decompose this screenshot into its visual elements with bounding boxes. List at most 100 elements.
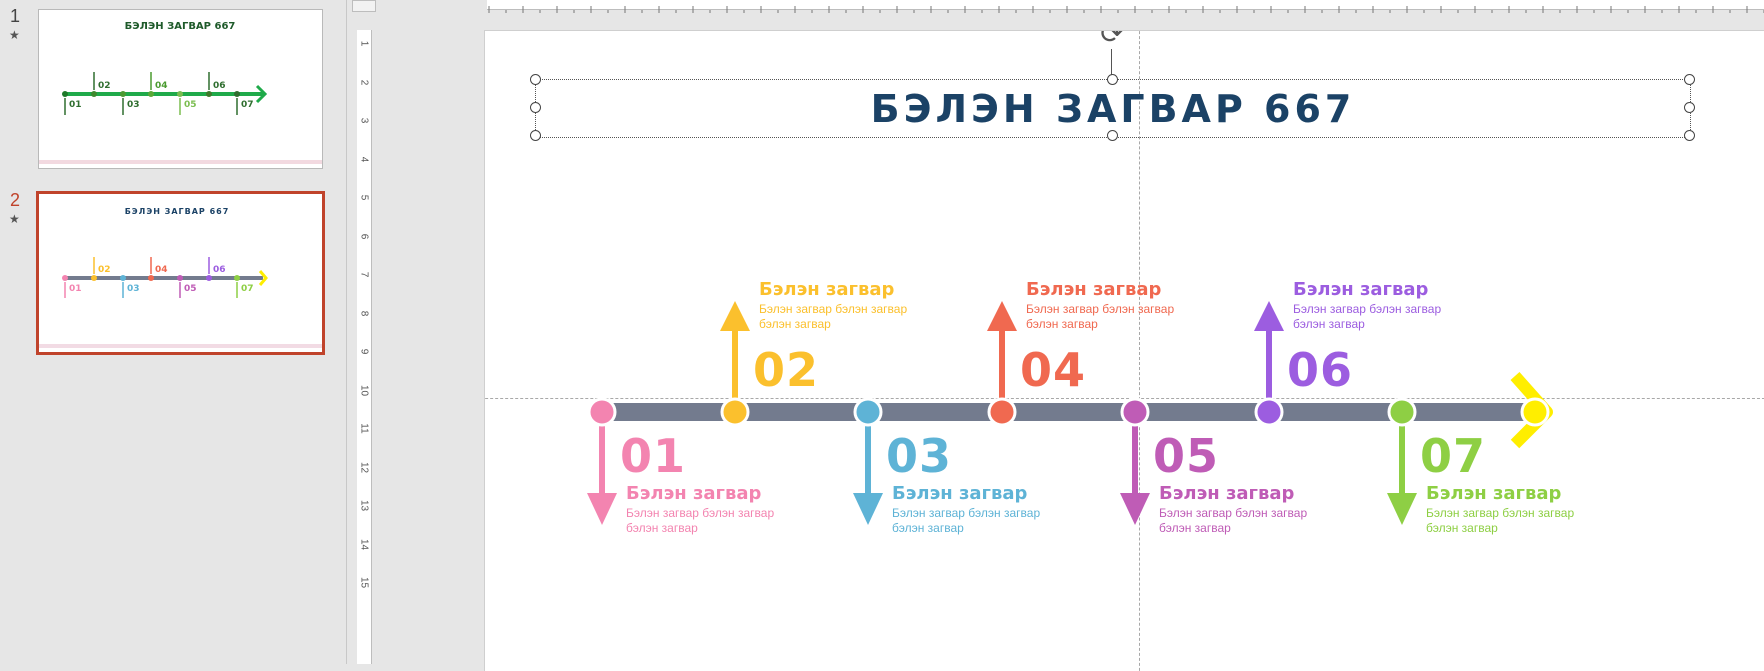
rotate-stem: [1111, 49, 1112, 79]
slide-number-2: 2: [10, 190, 21, 210]
resize-handle-top-right[interactable]: [1684, 74, 1695, 85]
resize-handle-right[interactable]: [1684, 102, 1695, 113]
ruler-number: 1: [358, 40, 370, 47]
ruler-number: 4: [358, 156, 370, 162]
thumbnail-2-label: 02: [98, 265, 111, 275]
horizontal-guide[interactable]: [485, 398, 1764, 399]
slide-number-1: 1: [10, 6, 21, 26]
slide-thumbnail-1[interactable]: БЭЛЭН ЗАГВАР 667 01 02 03 04 05 06 07: [38, 9, 323, 169]
step-title[interactable]: Бэлэн загвар: [1293, 279, 1429, 300]
thumbnail-1-label: 05: [184, 100, 197, 110]
step-number[interactable]: 03: [886, 429, 953, 483]
step-description-line: Бэлэн загвар бэлэн загвар: [1293, 302, 1442, 316]
resize-handle-top[interactable]: [1107, 74, 1118, 85]
ruler-number: 12: [358, 461, 370, 473]
thumbnail-1-label: 03: [127, 100, 140, 110]
step-description-line: бэлэн загвар: [1293, 317, 1365, 331]
step-description-line: Бэлэн загвар бэлэн загвар: [1159, 506, 1308, 520]
step-title[interactable]: Бэлэн загвар: [1159, 483, 1295, 504]
thumbnail-1-label: 01: [69, 100, 82, 110]
ruler-corner: [352, 0, 376, 12]
timeline-node: [587, 397, 617, 427]
resize-handle-bottom-right[interactable]: [1684, 130, 1695, 141]
arrow-down-icon: [853, 493, 883, 525]
horizontal-ruler[interactable]: [487, 0, 1764, 13]
thumbnail-2-title: БЭЛЭН ЗАГВАР 667: [125, 207, 230, 216]
step-title[interactable]: Бэлэн загвар: [759, 279, 895, 300]
thumbnail-2-label: 04: [155, 265, 168, 275]
ruler-number: 8: [358, 310, 370, 316]
thumbnail-2-label: 05: [184, 284, 197, 294]
thumbnail-2-label: 03: [127, 284, 140, 294]
arrow-down-icon: [587, 493, 617, 525]
ruler-number: 15: [358, 576, 370, 589]
step-number[interactable]: 01: [620, 429, 687, 483]
thumbnail-1-preview: БЭЛЭН ЗАГВАР 667 01 02 03 04 05 06 07: [39, 21, 322, 164]
timeline-node: [853, 397, 883, 427]
step-number[interactable]: 04: [1020, 343, 1087, 397]
step-description-line: бэлэн загвар: [1426, 521, 1498, 535]
arrow-down-icon: [1387, 493, 1417, 525]
step-description-line: Бэлэн загвар бэлэн загвар: [1026, 302, 1175, 316]
arrow-up-icon: [1254, 301, 1284, 331]
rotate-handle-icon[interactable]: ⟳: [1100, 30, 1124, 49]
thumbnail-1-title: БЭЛЭН ЗАГВАР 667: [125, 21, 236, 32]
step-title[interactable]: Бэлэн загвар: [626, 483, 762, 504]
step-number[interactable]: 07: [1420, 429, 1487, 483]
resize-handle-left[interactable]: [530, 102, 541, 113]
animation-star-icon: ★: [9, 28, 20, 42]
thumbnail-1-label: 02: [98, 81, 111, 91]
timeline-node: [720, 397, 750, 427]
thumbnail-2-label: 07: [241, 284, 254, 294]
arrow-down-icon: [1120, 493, 1150, 525]
step-description-line: бэлэн загвар: [1159, 521, 1231, 535]
step-description-line: Бэлэн загвар бэлэн загвар: [759, 302, 908, 316]
step-number[interactable]: 06: [1287, 343, 1354, 397]
thumbnail-2-preview: БЭЛЭН ЗАГВАР 667 01 02 03 04 05 06 07: [39, 207, 322, 348]
step-number[interactable]: 05: [1153, 429, 1220, 483]
vertical-guide[interactable]: [1139, 31, 1140, 671]
step-title[interactable]: Бэлэн загвар: [1026, 279, 1162, 300]
resize-handle-bottom[interactable]: [1107, 130, 1118, 141]
slide-thumbnail-2[interactable]: БЭЛЭН ЗАГВАР 667 01 02 03 04 05 06 07: [36, 191, 325, 355]
step-description-line: Бэлэн загвар бэлэн загвар: [626, 506, 775, 520]
timeline-graphic: [587, 301, 1553, 525]
ruler-number: 5: [358, 194, 370, 201]
thumbnail-1-label: 06: [213, 81, 226, 91]
ruler-number: 14: [358, 538, 370, 550]
step-description-line: бэлэн загвар: [1026, 317, 1098, 331]
step-description-line: бэлэн загвар: [759, 317, 831, 331]
timeline-end-node: [1520, 397, 1550, 427]
thumbnail-2-label: 06: [213, 265, 226, 275]
resize-handle-bottom-left[interactable]: [530, 130, 541, 141]
step-description-line: бэлэн загвар: [892, 521, 964, 535]
timeline-node: [1254, 397, 1284, 427]
step-number[interactable]: 02: [753, 343, 820, 397]
thumbnail-2-label: 01: [69, 284, 82, 294]
step-description-line: бэлэн загвар: [626, 521, 698, 535]
timeline-node: [1387, 397, 1417, 427]
step-title[interactable]: Бэлэн загвар: [1426, 483, 1562, 504]
ruler-number: 10: [358, 384, 370, 396]
ruler-number: 9: [358, 348, 370, 355]
ruler-number: 7: [358, 271, 370, 278]
ruler-number: 3: [358, 117, 370, 124]
resize-handle-top-left[interactable]: [530, 74, 541, 85]
step-description-line: Бэлэн загвар бэлэн загвар: [1426, 506, 1575, 520]
slide-title[interactable]: БЭЛЭН ЗАГВАР 667: [870, 86, 1356, 131]
timeline-node: [1120, 397, 1150, 427]
step-title[interactable]: Бэлэн загвар: [892, 483, 1028, 504]
arrow-up-icon: [987, 301, 1017, 331]
horizontal-ruler-ticks: [488, 6, 1764, 13]
thumbnail-1-label: 07: [241, 100, 254, 110]
ruler-number: 11: [358, 423, 370, 434]
